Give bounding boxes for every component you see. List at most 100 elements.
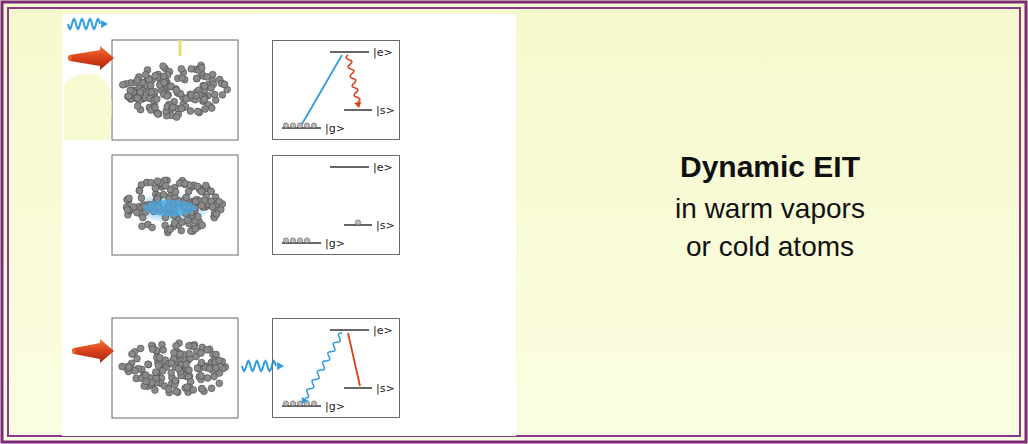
atom — [142, 71, 149, 78]
atom — [154, 111, 161, 118]
atom — [173, 87, 180, 94]
atom — [149, 346, 156, 353]
atom — [297, 238, 302, 243]
atom — [175, 365, 182, 372]
atom — [154, 178, 161, 185]
level-label: |e> — [373, 46, 393, 59]
atom — [137, 345, 144, 352]
atom — [297, 401, 302, 406]
atom — [186, 342, 193, 349]
blob — [64, 74, 112, 140]
atom — [212, 364, 219, 371]
atom — [167, 226, 174, 233]
level-s — [344, 109, 372, 111]
atom — [188, 65, 195, 72]
atom — [211, 91, 218, 98]
atom — [206, 365, 213, 372]
atom — [193, 75, 200, 82]
atom — [132, 368, 139, 375]
atom — [290, 238, 295, 243]
atom — [171, 349, 178, 356]
figure-panel — [62, 14, 516, 436]
atom — [148, 179, 155, 186]
atom — [283, 123, 288, 128]
stored-light — [144, 200, 196, 216]
atom — [143, 378, 150, 385]
probe-wave — [242, 361, 276, 371]
control-beam — [179, 40, 182, 56]
atom — [219, 92, 226, 99]
atom — [204, 74, 211, 81]
control-arrow — [72, 339, 114, 363]
cloud-box — [112, 40, 238, 140]
atom — [193, 92, 200, 99]
atom — [119, 81, 126, 88]
level-label: |s> — [376, 219, 395, 232]
atom — [202, 106, 209, 113]
atom — [283, 401, 288, 406]
level-label: |g> — [325, 400, 345, 413]
atom — [311, 401, 316, 406]
arrow-head — [354, 101, 361, 108]
level-lines — [282, 52, 372, 406]
atom — [204, 346, 211, 353]
atom — [202, 182, 209, 189]
atom — [125, 364, 132, 371]
atom — [201, 83, 208, 90]
atom — [142, 372, 149, 379]
spin-wave — [134, 194, 210, 222]
level-box: |e>|s>|g> — [272, 40, 400, 140]
atom — [129, 351, 136, 358]
atom — [133, 209, 140, 216]
level-s — [344, 387, 372, 389]
atom — [198, 385, 205, 392]
control-transition — [348, 333, 360, 386]
atom — [160, 347, 167, 354]
atom — [216, 380, 223, 387]
level-e — [330, 51, 369, 53]
atom — [198, 64, 205, 71]
atom — [134, 77, 141, 84]
atom — [153, 96, 160, 103]
atom — [152, 387, 159, 394]
atom — [171, 220, 178, 227]
atom — [138, 195, 145, 202]
atom — [290, 401, 295, 406]
atom — [290, 123, 295, 128]
atom — [221, 81, 228, 88]
atom — [162, 182, 169, 189]
level-e — [330, 329, 369, 331]
atom — [208, 105, 215, 112]
probe-emission — [305, 333, 342, 398]
atom — [208, 188, 215, 195]
atom — [194, 183, 201, 190]
atom — [208, 385, 215, 392]
atom — [190, 387, 197, 394]
atom — [173, 342, 180, 349]
level-label: |e> — [373, 161, 393, 174]
level-label: |s> — [376, 104, 395, 117]
atom — [183, 361, 190, 368]
atom — [192, 226, 199, 233]
atom — [160, 191, 167, 198]
atom — [184, 217, 191, 224]
atom — [183, 194, 190, 201]
atom — [178, 65, 185, 72]
atom — [216, 357, 223, 364]
level-label: |g> — [325, 237, 345, 250]
atom — [161, 79, 168, 86]
atom — [304, 238, 309, 243]
title-block: Dynamic EITin warm vapors or cold atoms — [640, 148, 900, 266]
atom — [182, 180, 189, 187]
atom — [148, 89, 155, 96]
atom — [172, 377, 179, 384]
atom — [160, 63, 167, 70]
atom — [134, 103, 141, 110]
atom — [194, 108, 201, 115]
atom — [168, 360, 175, 367]
atom — [152, 369, 159, 376]
atom — [178, 105, 185, 112]
atom — [355, 220, 360, 225]
atom — [199, 222, 206, 229]
arrow-head — [302, 397, 308, 404]
